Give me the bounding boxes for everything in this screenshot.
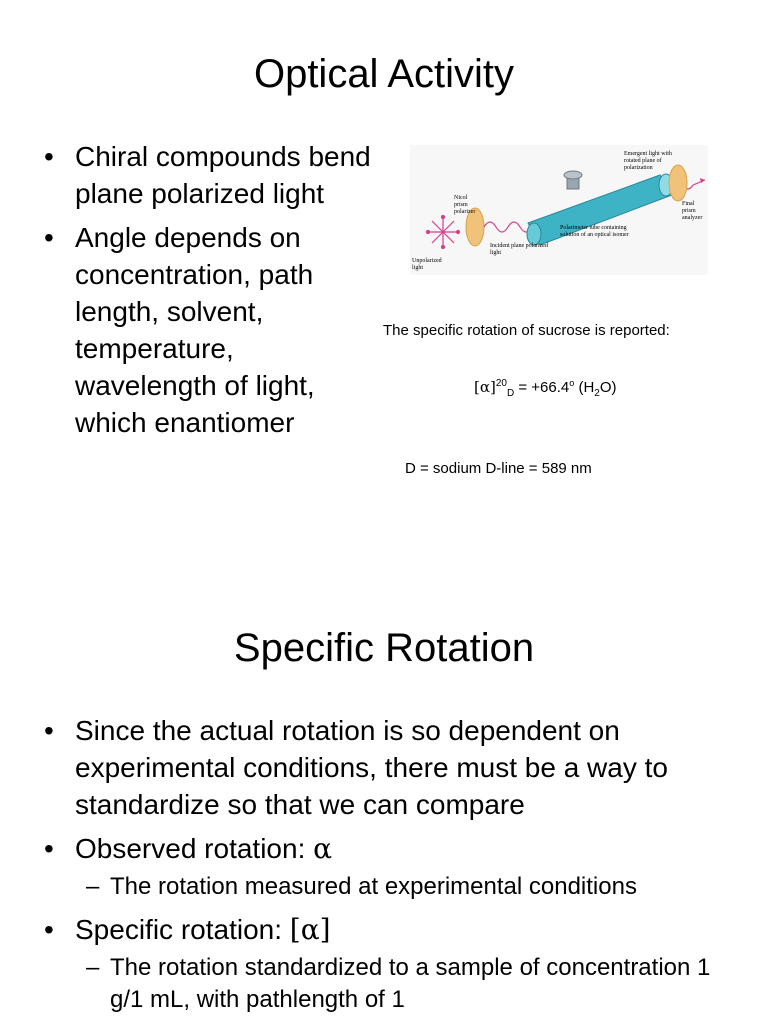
bullet-item: •Chiral compounds bend plane polarized l… [44, 141, 371, 209]
label-final: Final prism analyzer [682, 201, 703, 221]
d-line-note: D = sodium D-line = 589 nm [405, 460, 592, 477]
incident-wave [483, 221, 533, 233]
polarimeter-illustration [425, 164, 706, 250]
slide-optical-activity: Optical Activity •Chiral compounds bend … [40, 52, 708, 477]
slide-title: Specific Rotation [233, 626, 535, 670]
sucrose-note: The specific rotation of sucrose is repo… [383, 322, 670, 339]
sub-bullet-item: –The rotation measured at experimental c… [86, 873, 637, 900]
bullet-item: •Since the actual rotation is so depende… [44, 715, 668, 820]
label-incident: Incident plane polarized light [490, 243, 548, 256]
slide-specific-rotation: Specific Rotation •Since the actual rota… [0, 590, 768, 1024]
slide-title: Optical Activity [253, 52, 515, 96]
bullet-item: •Observed rotation: α [44, 832, 333, 865]
label-unpolarized: Unpolarized light [412, 258, 442, 271]
label-nicol: Nicol prism polarizer [454, 195, 476, 215]
bullet-item: •Specific rotation: [α] [44, 913, 331, 946]
bullet-item: •Angle depends on concentration, path le… [44, 222, 315, 438]
label-emergent: Emergent light with rotated plane of pol… [624, 151, 672, 171]
alpha-symbol: α [313, 832, 333, 865]
bullet-list: •Chiral compounds bend plane polarized l… [40, 138, 380, 448]
sub-bullet-item: –The rotation standardized to a sample o… [86, 954, 711, 1013]
bullet-list: •Since the actual rotation is so depende… [40, 712, 740, 1024]
bracket-alpha-symbol: [α] [289, 913, 331, 946]
rotation-formula: [α]20D = +66.4o (H2O) [474, 378, 617, 399]
unpolarized-light-icon [425, 214, 461, 250]
analyzer-disc [668, 164, 688, 202]
polarimeter-diagram: Unpolarized light Nicol prism polarizer … [410, 145, 708, 275]
label-tube: Polarimeter tube containing solution of … [560, 225, 629, 238]
